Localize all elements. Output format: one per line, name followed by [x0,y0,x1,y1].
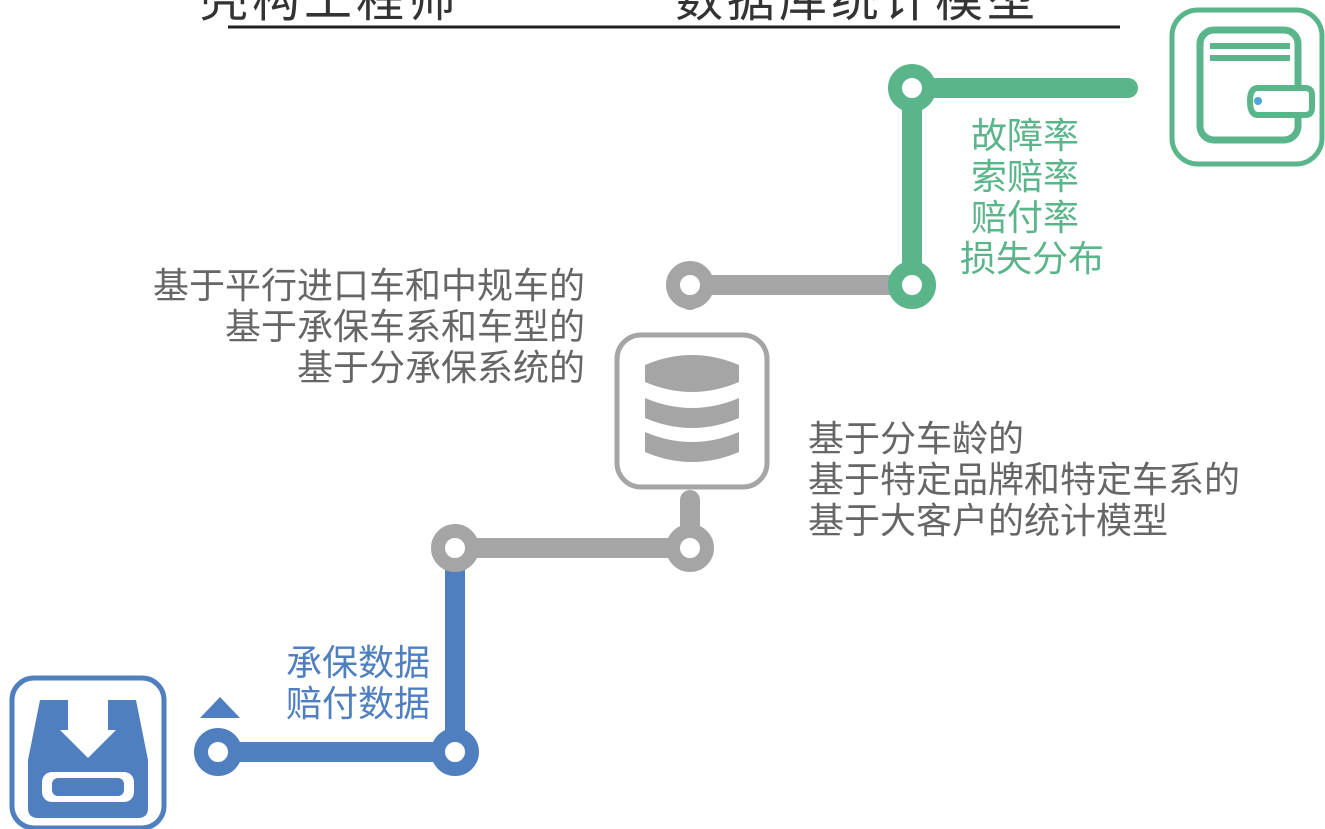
triangle-up-icon [200,697,240,718]
input-data-text: 承保数据 赔付数据 [230,643,430,725]
models-by-client-text: 基于分车龄的 基于特定品牌和特定车系的 基于大客户的统计模型 [808,419,1240,542]
inbox-download-icon [9,675,167,829]
text-line: 基于特定品牌和特定车系的 [808,460,1241,501]
text-line: 承保数据 [285,643,430,684]
text-line: 基于承保车系和车型的 [224,307,585,348]
text-line: 索赔率 [970,157,1079,198]
text-line: 基于平行进口车和中规车的 [152,266,585,307]
node-input-turn [431,728,479,776]
node-input-start [194,728,242,776]
node-output-turn [888,64,936,112]
models-by-type-text: 基于平行进口车和中规车的 基于承保车系和车型的 基于分承保系统的 [153,266,585,389]
text-line: 基于分承保系统的 [296,348,585,389]
node-process-start [431,524,479,572]
node-output-start [888,261,936,309]
text-line: 损失分布 [960,239,1105,280]
title-left: 壳构工程师 [200,0,461,28]
text-line: 基于大客户的统计模型 [808,501,1169,542]
database-icon [614,332,770,490]
text-line: 基于分车龄的 [808,419,1025,460]
text-line: 故障率 [970,116,1079,157]
input-path [208,538,465,762]
node-process-turn [666,524,714,572]
output-path [902,78,1138,295]
title-right: 数据库统计模型 [675,0,1040,28]
text-line: 赔付率 [970,198,1079,239]
text-line: 赔付数据 [285,684,430,725]
node-process-top [666,261,714,309]
output-metrics-text: 故障率 索赔率 赔付率 损失分布 [960,116,1105,280]
wallet-icon [1169,7,1325,167]
